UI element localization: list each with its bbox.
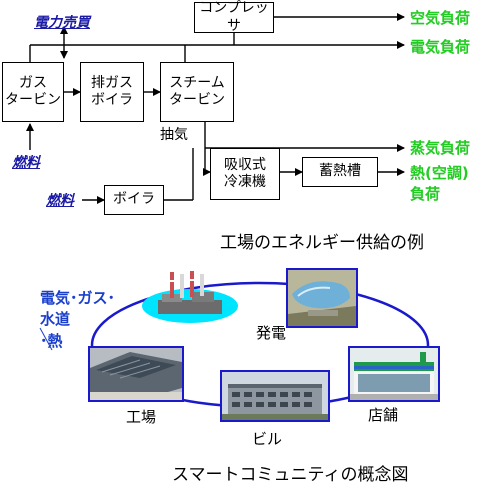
compressor-box: コンプレッサ xyxy=(194,0,274,34)
reservoir-image xyxy=(286,268,358,328)
heat-storage-box: 蓄熱槽 xyxy=(302,157,378,187)
air-load-label: 空気負荷 xyxy=(410,9,471,27)
heat-load-label-line2: 負荷 xyxy=(410,185,441,203)
steam-load-label: 蒸気負荷 xyxy=(410,139,471,157)
extraction-label: 抽気 xyxy=(160,127,188,143)
steam-turbine-box: スチーム タービン xyxy=(160,62,234,122)
factory-caption: 工場のエネルギー供給の例 xyxy=(220,233,424,253)
boiler-box: ボイラ xyxy=(104,185,164,215)
fuel-link-1[interactable]: 燃料 xyxy=(12,155,40,171)
community-caption: スマートコミュニティの概念図 xyxy=(172,465,409,485)
utilities-label-line3: ･熱 xyxy=(40,332,63,350)
factory-node-label: 工場 xyxy=(126,408,157,426)
utilities-label-line1: 電気･ガス･ xyxy=(40,289,116,307)
power-plant-image xyxy=(140,270,240,324)
fuel-link-2[interactable]: 燃料 xyxy=(46,193,74,209)
store-node-label: 店舗 xyxy=(368,406,399,424)
grid-trade-link[interactable]: 電力売買 xyxy=(34,15,90,31)
factory-image xyxy=(88,346,184,402)
store-image xyxy=(348,346,440,402)
building-node-label: ビル xyxy=(252,430,283,448)
office-building-image xyxy=(220,370,330,422)
power-node-label: 発電 xyxy=(256,324,287,342)
utilities-label-line2: 水道 xyxy=(40,310,71,328)
exhaust-boiler-box: 排ガス ボイラ xyxy=(80,62,144,122)
absorption-chiller-box: 吸収式 冷凍機 xyxy=(210,148,280,200)
heat-load-label-line1: 熱(空調) xyxy=(410,164,469,182)
utilities-bracket xyxy=(39,327,53,351)
electric-load-label: 電気負荷 xyxy=(410,38,471,56)
gas-turbine-box: ガス タービン xyxy=(2,62,64,122)
